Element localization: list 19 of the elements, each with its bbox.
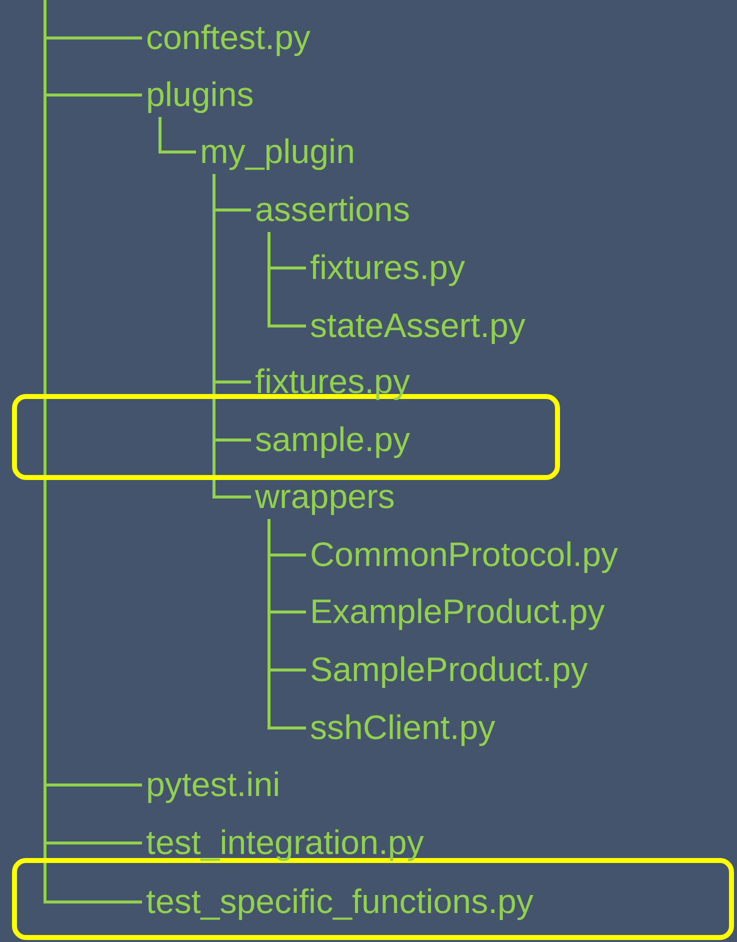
file-name: plugins	[146, 73, 254, 117]
file-name: SampleProduct.py	[310, 648, 588, 692]
tree-line	[158, 117, 196, 154]
file-name: conftest.py	[146, 16, 310, 60]
file-name: sample.py	[255, 418, 410, 462]
file-name: wrappers	[255, 475, 395, 519]
file-name: fixtures.py	[255, 360, 410, 404]
file-name: fixtures.py	[310, 246, 465, 290]
file-name: assertions	[255, 188, 410, 232]
file-name: CommonProtocol.py	[310, 533, 618, 577]
file-name: sshClient.py	[310, 706, 496, 750]
file-name: stateAssert.py	[310, 304, 526, 348]
file-name: test_specific_functions.py	[146, 880, 534, 924]
file-name: test_integration.py	[146, 821, 424, 865]
file-name: my_plugin	[200, 130, 355, 174]
tree-line	[212, 174, 251, 498]
tree-line	[268, 519, 306, 730]
file-name: ExampleProduct.py	[310, 590, 605, 634]
file-name: pytest.ini	[146, 763, 280, 807]
